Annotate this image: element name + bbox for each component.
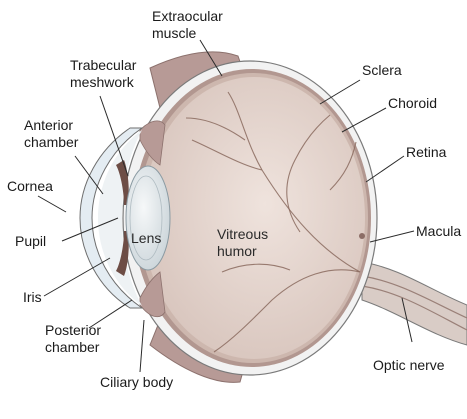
vitreous-body bbox=[143, 77, 365, 359]
label-optic-nerve: Optic nerve bbox=[373, 357, 445, 373]
label-sclera: Sclera bbox=[362, 62, 402, 78]
label-anterior-chamber: Anterior chamber bbox=[24, 117, 79, 150]
label-trabecular-meshwork: Trabecular meshwork bbox=[70, 57, 140, 90]
label-macula: Macula bbox=[416, 223, 461, 239]
label-pupil: Pupil bbox=[15, 233, 46, 249]
macula-spot bbox=[359, 233, 365, 239]
label-retina: Retina bbox=[406, 144, 447, 160]
label-ciliary-body: Ciliary body bbox=[100, 374, 173, 390]
label-lens: Lens bbox=[131, 230, 161, 246]
label-posterior-chamber: Posterior chamber bbox=[45, 322, 105, 355]
label-cornea: Cornea bbox=[7, 178, 53, 194]
label-choroid: Choroid bbox=[388, 95, 437, 111]
label-iris: Iris bbox=[23, 289, 42, 305]
lens-shape bbox=[126, 166, 170, 270]
label-extraocular-muscle: Extraocular muscle bbox=[152, 8, 227, 41]
